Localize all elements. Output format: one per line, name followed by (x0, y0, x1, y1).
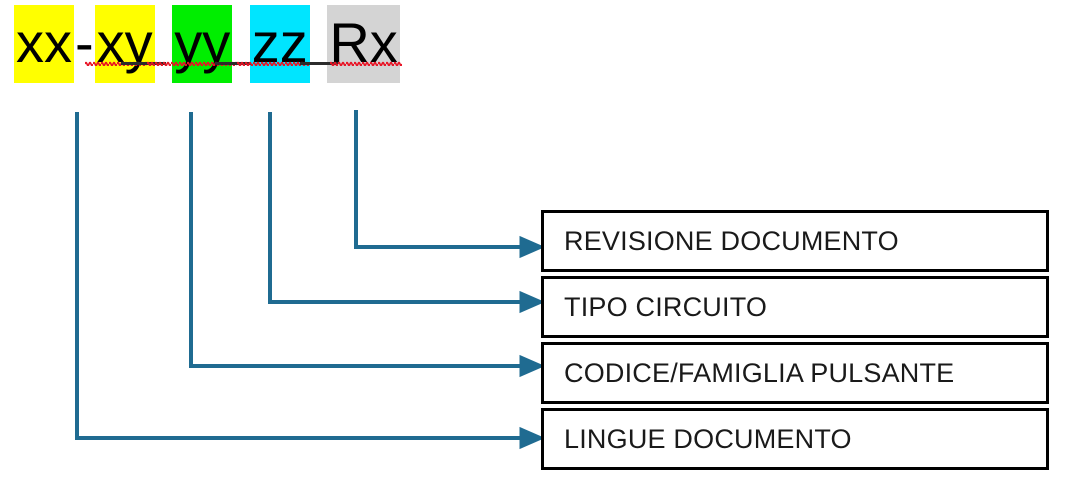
connector-zz-to-tipo-circuito (268, 112, 545, 314)
spellcheck-squiggle-4 (330, 60, 402, 66)
legend-label-lingue-documento: LINGUE DOCUMENTO (564, 423, 852, 454)
spellcheck-squiggle-2 (147, 60, 237, 66)
legend-box-tipo-circuito[interactable]: TIPO CIRCUITO (541, 276, 1049, 338)
legend-label-codice-famiglia-pulsante: CODICE/FAMIGLIA PULSANTE (564, 357, 955, 388)
spellcheck-underline-2 (215, 62, 251, 65)
spellcheck-squiggle-3 (237, 60, 309, 66)
connector-yy-to-codice-famiglia (189, 112, 545, 378)
spellcheck-squiggle-1 (85, 60, 147, 66)
connector-rx-to-revisione (354, 110, 545, 259)
legend-box-revisione-documento[interactable]: REVISIONE DOCUMENTO (541, 210, 1049, 272)
code-separator-dash: - (75, 11, 94, 74)
legend-box-codice-famiglia-pulsante[interactable]: CODICE/FAMIGLIA PULSANTE (541, 342, 1049, 404)
legend-label-revisione-documento: REVISIONE DOCUMENTO (564, 225, 899, 256)
spellcheck-underline-3 (300, 62, 338, 65)
spellcheck-underline-1 (121, 62, 166, 65)
legend-box-lingue-documento[interactable]: LINGUE DOCUMENTO (541, 408, 1049, 470)
connector-xx-xy-to-lingue (75, 112, 545, 450)
code-segment-xx: xx (14, 5, 74, 83)
legend-label-tipo-circuito: TIPO CIRCUITO (564, 291, 768, 322)
